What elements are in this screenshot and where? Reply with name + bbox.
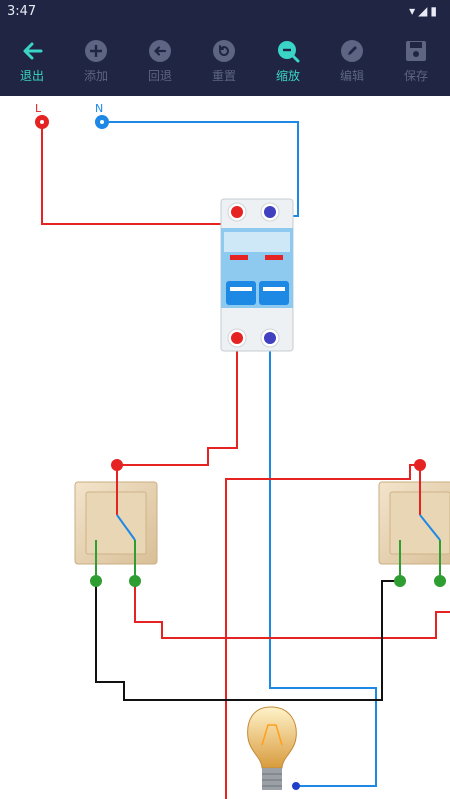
breaker-neutral-out-terminal[interactable] [264, 332, 276, 344]
undo-label: 回退 [147, 69, 172, 83]
zoom-label: 缩放 [275, 69, 300, 83]
circuit-breaker[interactable] [220, 198, 294, 352]
toolbar: 退出 添加 回退 重置 [0, 36, 450, 92]
edit-label: 编辑 [339, 69, 364, 83]
wire-traveler-red[interactable] [134, 581, 450, 639]
wire-live-input[interactable] [41, 122, 238, 225]
switch1-l2-terminal[interactable] [129, 575, 141, 587]
undo-circle-icon [149, 40, 171, 62]
save-label: 保存 [403, 69, 428, 83]
two-way-switch-2[interactable] [378, 459, 450, 587]
status-time: 3:47 [7, 4, 37, 19]
exit-button[interactable]: 退出 [0, 36, 64, 92]
reset-label: 重置 [211, 69, 236, 83]
add-label: 添加 [83, 69, 108, 83]
zoom-out-icon [278, 41, 300, 63]
edit-button[interactable]: 编辑 [320, 36, 384, 92]
save-button[interactable]: 保存 [384, 36, 448, 92]
reset-circle-icon [213, 40, 235, 62]
neutral-label: N [95, 102, 103, 115]
battery-icon: ▮ [430, 4, 440, 18]
wifi-icon: ▾ [409, 4, 419, 18]
wiring-canvas[interactable]: L N [0, 96, 450, 799]
wire-neutral-breaker-to-lamp[interactable] [269, 338, 377, 787]
wire-lamp-live[interactable] [225, 464, 420, 799]
breaker-neutral-in-terminal[interactable] [264, 206, 276, 218]
back-arrow-icon [23, 42, 43, 60]
zoom-button[interactable]: 缩放 [256, 36, 320, 92]
status-bar: 3:47 ▾◢▮ [0, 0, 450, 26]
app-header: 3:47 ▾◢▮ 退出 添加 回退 [0, 0, 450, 96]
add-button[interactable]: 添加 [64, 36, 128, 92]
edit-icon [341, 40, 363, 62]
switch1-common-terminal[interactable] [111, 459, 123, 471]
switch2-l1-terminal[interactable] [394, 575, 406, 587]
status-icons: ▾◢▮ [409, 4, 440, 18]
switch2-l2-terminal[interactable] [434, 575, 446, 587]
breaker-live-in-terminal[interactable] [231, 206, 243, 218]
live-terminal-hole [40, 120, 44, 124]
live-label: L [35, 102, 42, 115]
exit-label: 退出 [19, 69, 44, 83]
switch1-l1-terminal[interactable] [90, 575, 102, 587]
breaker-live-out-terminal[interactable] [231, 332, 243, 344]
switch2-common-terminal[interactable] [414, 459, 426, 471]
bulb-neutral-terminal[interactable] [292, 782, 300, 790]
undo-button[interactable]: 回退 [128, 36, 192, 92]
reset-button[interactable]: 重置 [192, 36, 256, 92]
light-bulb[interactable] [247, 706, 300, 790]
save-icon [406, 41, 426, 61]
two-way-switch-1[interactable] [74, 459, 158, 587]
plus-circle-icon [85, 40, 107, 62]
wire-traveler-black[interactable] [95, 580, 400, 701]
signal-icon: ◢ [418, 4, 431, 18]
wire-live-breaker-to-switch1[interactable] [117, 338, 238, 466]
neutral-terminal-hole [100, 120, 104, 124]
